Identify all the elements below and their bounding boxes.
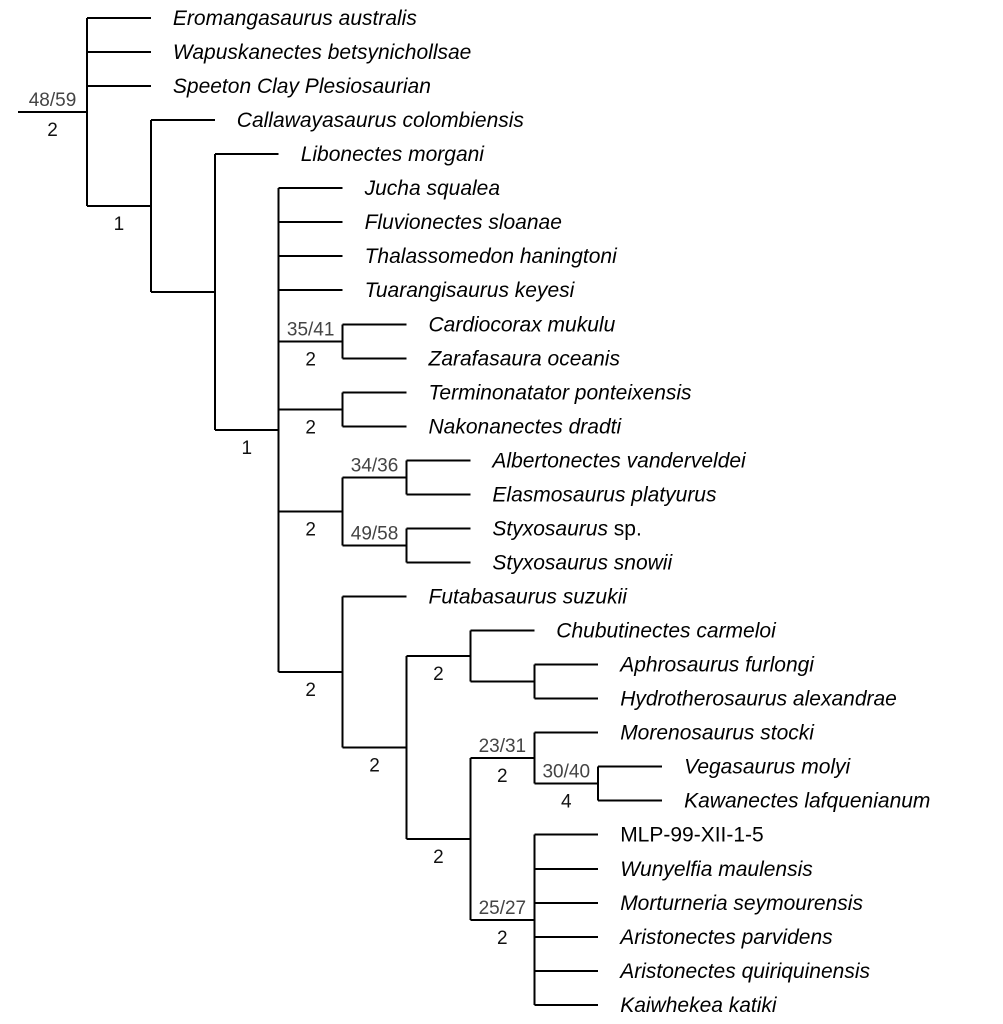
taxon-label: Wunyelfia maulensis [620,858,813,881]
bremer-value: 1 [114,214,125,235]
taxon-label: Kawanectes lafquenianum [684,790,930,813]
taxon-name: Aristonectes quiriquinensis [618,960,870,983]
bremer-value: 2 [305,519,316,540]
taxon-name: Kawanectes lafquenianum [684,790,930,813]
taxon-label: Nakonanectes dradti [429,415,623,438]
taxon-label: Vegasaurus molyi [684,756,851,779]
taxon-label: Styxosaurus snowii [492,551,673,574]
taxon-name: Futabasaurus suzukii [429,586,629,609]
taxon-label: Wapuskanectes betsynichollsae [173,41,471,64]
taxon-label: Albertonectes vanderveldei [490,449,747,472]
taxon-name: Wapuskanectes betsynichollsae [173,41,471,64]
support-value: 34/36 [351,455,399,476]
bremer-value: 2 [497,766,508,787]
bremer-value: 2 [305,417,316,438]
taxon-label: Morenosaurus stocki [620,722,815,745]
taxon-label: MLP-99-XII-1-5 [620,824,764,847]
taxon-label: Zarafasaura oceanis [428,347,621,370]
bremer-value: 4 [561,792,572,813]
taxon-label: Styxosaurus sp. [492,517,641,540]
taxon-label: Futabasaurus suzukii [429,586,629,609]
taxon-label: Speeton Clay Plesiosaurian [173,75,431,98]
taxon-label: Morturneria seymourensis [620,892,863,915]
taxon-label: Cardiocorax mukulu [429,313,616,336]
taxon-label: Chubutinectes carmeloi [556,620,777,643]
bremer-value: 2 [433,664,444,685]
taxon-name: Speeton Clay Plesiosaurian [173,75,431,98]
taxon-name: Tuarangisaurus keyesi [365,279,576,302]
taxon-label: Aristonectes quiriquinensis [618,960,870,983]
taxon-name: Aristonectes parvidens [618,926,833,949]
bremer-value: 2 [433,847,444,868]
bremer-value: 2 [47,120,58,141]
taxon-suffix: sp. [608,517,642,540]
taxon-name: Elasmosaurus platyurus [492,483,717,506]
taxon-name: Albertonectes vanderveldei [490,449,747,472]
taxon-name: Kaiwhekea katiki [620,994,778,1017]
support-value: 48/59 [29,90,77,111]
taxon-label: Kaiwhekea katiki [620,994,778,1017]
taxon-label: Thalassomedon haningtoni [365,245,619,268]
taxon-label: Fluvionectes sloanae [365,211,562,234]
support-value: 25/27 [479,898,527,919]
taxon-name: Wunyelfia maulensis [620,858,813,881]
taxon-name: Fluvionectes sloanae [365,211,562,234]
taxon-name: Aphrosaurus furlongi [618,654,815,677]
taxon-label: Tuarangisaurus keyesi [365,279,576,302]
taxon-name: Chubutinectes carmeloi [556,620,777,643]
taxon-name: Eromangasaurus australis [173,7,417,30]
taxon-label: Terminonatator ponteixensis [429,381,693,404]
taxon-label: Eromangasaurus australis [173,7,417,30]
bremer-value: 2 [305,349,316,370]
support-value: 49/58 [351,523,399,544]
taxon-label: Callawayasaurus colombiensis [237,109,525,132]
taxon-name: Callawayasaurus colombiensis [237,109,525,132]
taxon-name: Zarafasaura oceanis [428,347,621,370]
support-value: 30/40 [542,762,590,783]
taxon-label: Aphrosaurus furlongi [618,654,815,677]
taxon-label: Hydrotherosaurus alexandrae [620,688,897,711]
taxon-name: Styxosaurus [492,517,608,540]
taxon-name: Hydrotherosaurus alexandrae [620,688,897,711]
support-value: 35/41 [287,319,335,340]
taxon-name: Styxosaurus snowii [492,551,673,574]
taxon-name: Jucha squalea [364,177,500,200]
taxon-label: Jucha squalea [364,177,500,200]
bremer-value: 2 [369,756,380,777]
taxon-name: Libonectes morgani [301,143,486,166]
taxon-name: Nakonanectes dradti [429,415,623,438]
bremer-value: 1 [241,438,252,459]
taxon-name: MLP-99-XII-1-5 [620,824,764,847]
taxon-name: Terminonatator ponteixensis [429,381,693,404]
taxon-label: Elasmosaurus platyurus [492,483,717,506]
taxon-label: Libonectes morgani [301,143,486,166]
taxon-name: Morturneria seymourensis [620,892,863,915]
bremer-value: 2 [305,680,316,701]
taxon-name: Morenosaurus stocki [620,722,815,745]
taxon-label: Aristonectes parvidens [618,926,833,949]
taxon-name: Thalassomedon haningtoni [365,245,619,268]
taxon-name: Cardiocorax mukulu [429,313,616,336]
support-value: 23/31 [479,736,527,757]
taxon-name: Vegasaurus molyi [684,756,851,779]
bremer-value: 2 [497,928,508,949]
